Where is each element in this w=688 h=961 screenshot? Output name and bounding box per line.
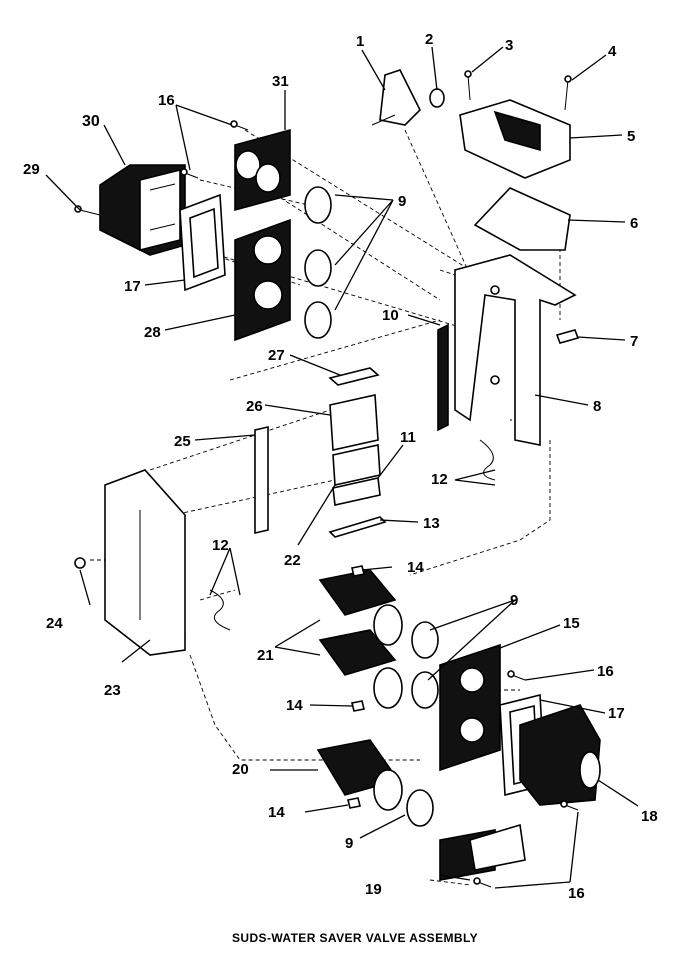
callout-25: 25: [174, 433, 191, 450]
callout-21: 21: [257, 647, 274, 664]
part-5-solenoid-coil: [459, 99, 571, 179]
callout-31: 31: [272, 73, 289, 90]
callout-labels: 1 2 3 4 5 6 7 8 9 10 11 12 13 12 14 9 15…: [23, 31, 658, 902]
callout-18: 18: [641, 808, 658, 825]
part-14-clips: [347, 565, 365, 809]
part-9-clamps-upper: [304, 186, 332, 339]
callout-5: 5: [627, 128, 635, 145]
part-4-screw: [564, 75, 572, 111]
callout-7: 7: [630, 333, 638, 350]
callout-17-lower: 17: [608, 705, 625, 722]
part-15-valve-plate: [439, 643, 501, 772]
callout-29: 29: [23, 161, 40, 178]
part-28-valve-plate-lower: [234, 218, 291, 342]
part-7-clip: [555, 329, 580, 344]
part-16-screws-upper: [180, 120, 249, 179]
part-26-plate: [329, 394, 379, 451]
part-30-valve-body: [99, 164, 186, 256]
part-2-spring: [429, 88, 445, 108]
callout-15: 15: [563, 615, 580, 632]
callout-14-bottom: 14: [268, 804, 285, 821]
callout-9-upper: 9: [398, 193, 406, 210]
callout-13: 13: [423, 515, 440, 532]
callout-17-upper: 17: [124, 278, 141, 295]
part-8-mounting-bracket: [454, 254, 577, 446]
part-9-clamps-lower: [406, 621, 439, 827]
callout-12-left: 12: [212, 537, 229, 554]
callout-19: 19: [365, 881, 382, 898]
callout-30: 30: [82, 113, 100, 130]
part-29-screw: [74, 205, 101, 216]
callout-27: 27: [268, 347, 285, 364]
part-11-22-plates: [332, 444, 381, 506]
callout-16-top: 16: [158, 92, 175, 109]
part-24-washer: [74, 557, 86, 569]
part-3-screw: [464, 70, 472, 101]
part-25-strip: [254, 425, 269, 535]
leader-lines: [45, 46, 639, 889]
part-1-bracket: [371, 69, 421, 126]
part-18-valve-body: [519, 704, 601, 806]
callout-20: 20: [232, 761, 249, 778]
callout-26: 26: [246, 398, 263, 415]
callout-6: 6: [630, 215, 638, 232]
part-13-strip: [328, 516, 387, 538]
part-31-valve-plate: [234, 128, 291, 212]
part-27-plate: [328, 367, 380, 386]
part-10-strip: [437, 323, 449, 432]
callout-8: 8: [593, 398, 601, 415]
callout-14-top: 14: [407, 559, 424, 576]
diagram-caption: SUDS-WATER SAVER VALVE ASSEMBLY: [232, 931, 478, 945]
part-23-mounting-plate: [104, 469, 186, 656]
callout-28: 28: [144, 324, 161, 341]
callout-12-right: 12: [431, 471, 448, 488]
callout-10: 10: [382, 307, 399, 324]
callout-2: 2: [425, 31, 433, 48]
part-16-screws-lower: [473, 670, 579, 888]
part-12-springs: [209, 439, 496, 631]
part-6-shield: [473, 187, 571, 251]
callout-24: 24: [46, 615, 63, 632]
part-17-gasket-upper: [179, 193, 226, 292]
part-19-valve-plate: [439, 823, 526, 881]
callout-11: 11: [400, 429, 416, 446]
callout-1: 1: [356, 33, 364, 50]
part-20-valve: [316, 739, 403, 811]
callout-16-bottom: 16: [568, 885, 585, 902]
callout-3: 3: [505, 37, 513, 54]
part-21-valves: [318, 569, 403, 709]
callout-16-mid: 16: [597, 663, 614, 680]
callout-4: 4: [608, 43, 617, 60]
callout-14-mid: 14: [286, 697, 303, 714]
callout-22: 22: [284, 552, 301, 569]
callout-9-mid: 9: [510, 592, 518, 609]
callout-23: 23: [104, 682, 121, 699]
callout-9-lower: 9: [345, 835, 353, 852]
